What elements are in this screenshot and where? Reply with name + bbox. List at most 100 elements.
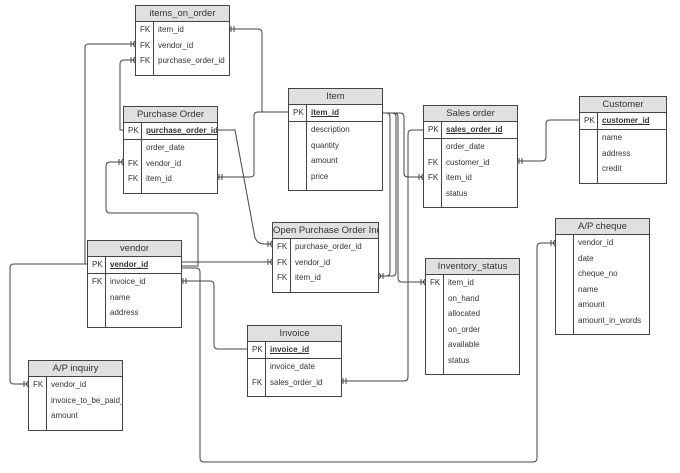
connector-vendor-ap-cheque bbox=[182, 242, 555, 463]
field-row[interactable]: invoice_date bbox=[248, 359, 341, 375]
field-name: allocated bbox=[448, 309, 481, 318]
field-row[interactable]: order_date bbox=[124, 140, 217, 156]
primary-key-row[interactable]: PK vendor_id bbox=[88, 257, 181, 274]
connector-po-items-on-order bbox=[119, 59, 135, 131]
connector-item-po bbox=[218, 111, 288, 178]
field-name: vendor_id bbox=[110, 260, 149, 269]
field-name: purchase_order_id bbox=[158, 56, 225, 65]
key-type: PK bbox=[92, 260, 103, 269]
key-type: FK bbox=[277, 242, 288, 251]
connector-po-opoi bbox=[218, 129, 272, 245]
field-row[interactable]: address bbox=[88, 305, 181, 321]
entity-title: vendor bbox=[88, 241, 181, 257]
field-row[interactable]: order_date bbox=[424, 139, 517, 155]
field-row[interactable]: credit bbox=[580, 161, 666, 177]
field-row[interactable]: cheque_no bbox=[556, 266, 649, 282]
field-row[interactable]: amount_in_words bbox=[556, 313, 649, 329]
key-type: FK bbox=[277, 273, 288, 282]
entity-open-purchase-order-inquiry[interactable]: Open Purchase Order InquiryFKpurchase_or… bbox=[272, 222, 379, 293]
field-row[interactable]: amount bbox=[289, 153, 382, 169]
field-name: order_date bbox=[446, 142, 485, 151]
field-name: invoice_id bbox=[110, 277, 146, 286]
field-name: sales_order_id bbox=[270, 377, 323, 387]
field-row[interactable]: available bbox=[426, 337, 519, 353]
field-row[interactable]: status bbox=[426, 353, 519, 369]
field-name: vendor_id bbox=[146, 158, 182, 168]
field-row[interactable]: on_hand bbox=[426, 291, 519, 307]
field-name: date bbox=[578, 253, 594, 263]
field-row[interactable]: description bbox=[289, 122, 382, 138]
entity-title: Item bbox=[289, 89, 382, 105]
key-type: FK bbox=[277, 257, 288, 267]
field-name: order_date bbox=[146, 143, 185, 152]
field-row[interactable]: name bbox=[556, 282, 649, 298]
field-name: invoice_to_be_paid_by bbox=[51, 395, 122, 405]
field-row[interactable]: on_order bbox=[426, 322, 519, 338]
key-type: PK bbox=[252, 345, 263, 354]
key-type: PK bbox=[128, 126, 139, 135]
field-row[interactable]: amount bbox=[556, 297, 649, 313]
connector-item-items-on-order bbox=[230, 28, 288, 113]
field-row[interactable]: quantity bbox=[289, 138, 382, 154]
field-row[interactable]: name bbox=[580, 130, 666, 146]
field-row[interactable]: allocated bbox=[426, 306, 519, 322]
field-name: vendor_id bbox=[578, 238, 614, 247]
field-row[interactable]: price bbox=[289, 169, 382, 185]
connector-vendor-invoice bbox=[182, 280, 247, 350]
key-type: FK bbox=[33, 380, 44, 389]
field-name: address bbox=[110, 308, 139, 317]
connector-item-inventory bbox=[383, 112, 425, 283]
field-name: invoice_date bbox=[270, 362, 315, 371]
entity-title: Invoice bbox=[248, 326, 341, 342]
field-row[interactable]: date bbox=[556, 251, 649, 267]
field-row[interactable]: status bbox=[424, 186, 517, 202]
field-row[interactable]: FK vendor_id bbox=[124, 156, 217, 172]
field-name: item_id bbox=[448, 278, 474, 287]
field-row[interactable]: FK vendor_id bbox=[273, 255, 378, 271]
key-type: FK bbox=[140, 40, 151, 50]
field-row[interactable]: name bbox=[88, 290, 181, 306]
field-row[interactable]: amount bbox=[29, 408, 122, 424]
field-name: invoice_id bbox=[270, 345, 310, 354]
field-name: quantity bbox=[311, 140, 340, 150]
field-name: customer_id bbox=[602, 116, 650, 125]
field-name: vendor_id bbox=[295, 257, 331, 267]
field-row[interactable]: vendor_id bbox=[556, 235, 649, 251]
entity-title: Inventory_status bbox=[426, 259, 519, 275]
key-type: FK bbox=[128, 158, 139, 168]
field-row[interactable]: address bbox=[580, 146, 666, 162]
primary-key-row[interactable]: PK invoice_id bbox=[248, 342, 341, 359]
field-row[interactable]: invoice_to_be_paid_by bbox=[29, 393, 122, 409]
